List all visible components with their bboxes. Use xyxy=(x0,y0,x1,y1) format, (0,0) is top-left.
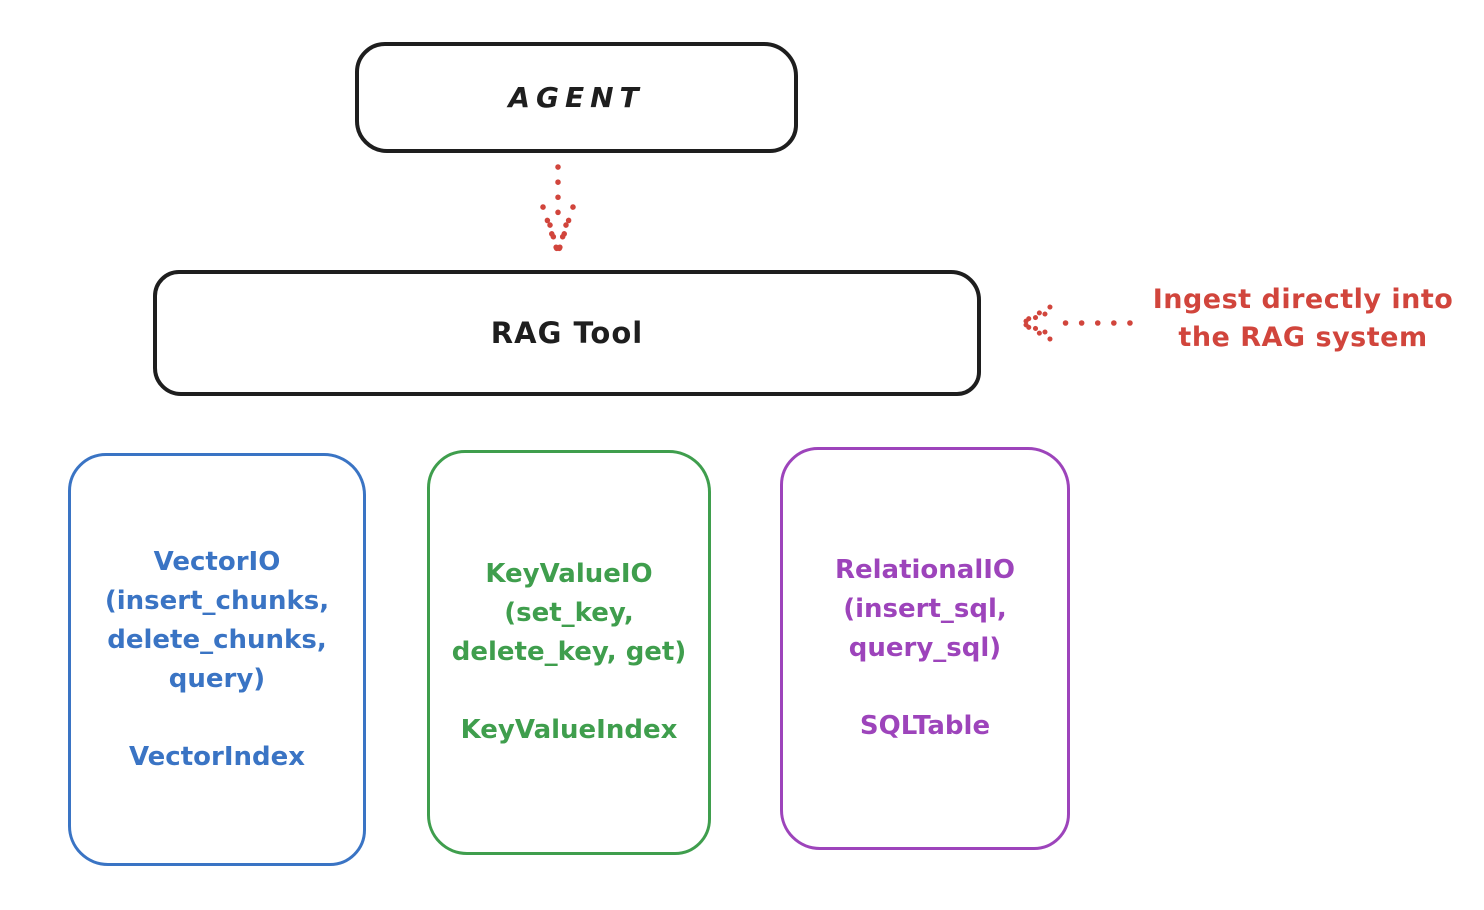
ingest-annotation-line1: Ingest directly into xyxy=(1152,284,1454,315)
keyvalue-io-line: KeyValueIO xyxy=(485,559,653,589)
relational-io-line: query_sql) xyxy=(848,633,1002,663)
vector-io-line: query) xyxy=(168,663,266,694)
keyvalue-io-line: delete_key, get) xyxy=(451,637,687,667)
sql-table-label: SQLTable xyxy=(859,711,991,741)
keyvalue-io-signature: KeyValueIO (set_key, delete_key, get) xyxy=(452,555,687,672)
relational-io-line: RelationalIO xyxy=(834,555,1016,585)
ingest-dotted-arrow-icon xyxy=(1014,299,1134,347)
keyvalue-io-line: (set_key, xyxy=(504,598,634,628)
relational-io-line: (insert_sql, xyxy=(843,594,1007,624)
vector-io-signature: VectorIO (insert_chunks, delete_chunks, … xyxy=(105,543,329,699)
keyvalue-io-node: KeyValueIO (set_key, delete_key, get) Ke… xyxy=(427,450,711,855)
relational-io-signature: RelationalIO (insert_sql, query_sql) xyxy=(835,551,1015,668)
rag-tool-node: RAG Tool xyxy=(153,270,981,396)
ingest-annotation: Ingest directly into the RAG system xyxy=(1138,281,1468,357)
agent-label: AGENT xyxy=(508,81,645,114)
vector-io-node: VectorIO (insert_chunks, delete_chunks, … xyxy=(68,453,366,866)
ingest-annotation-line2: the RAG system xyxy=(1178,322,1428,353)
keyvalue-index-label: KeyValueIndex xyxy=(460,715,678,745)
vector-io-line: (insert_chunks, xyxy=(104,585,330,616)
vector-index-label: VectorIndex xyxy=(128,741,306,772)
rag-tool-label: RAG Tool xyxy=(490,316,644,350)
agent-node: AGENT xyxy=(355,42,798,153)
vector-io-line: VectorIO xyxy=(153,546,281,577)
relational-io-node: RelationalIO (insert_sql, query_sql) SQL… xyxy=(780,447,1070,850)
vector-io-line: delete_chunks, xyxy=(107,624,327,655)
agent-to-ragtool-dotted-arrow-icon xyxy=(536,161,580,263)
